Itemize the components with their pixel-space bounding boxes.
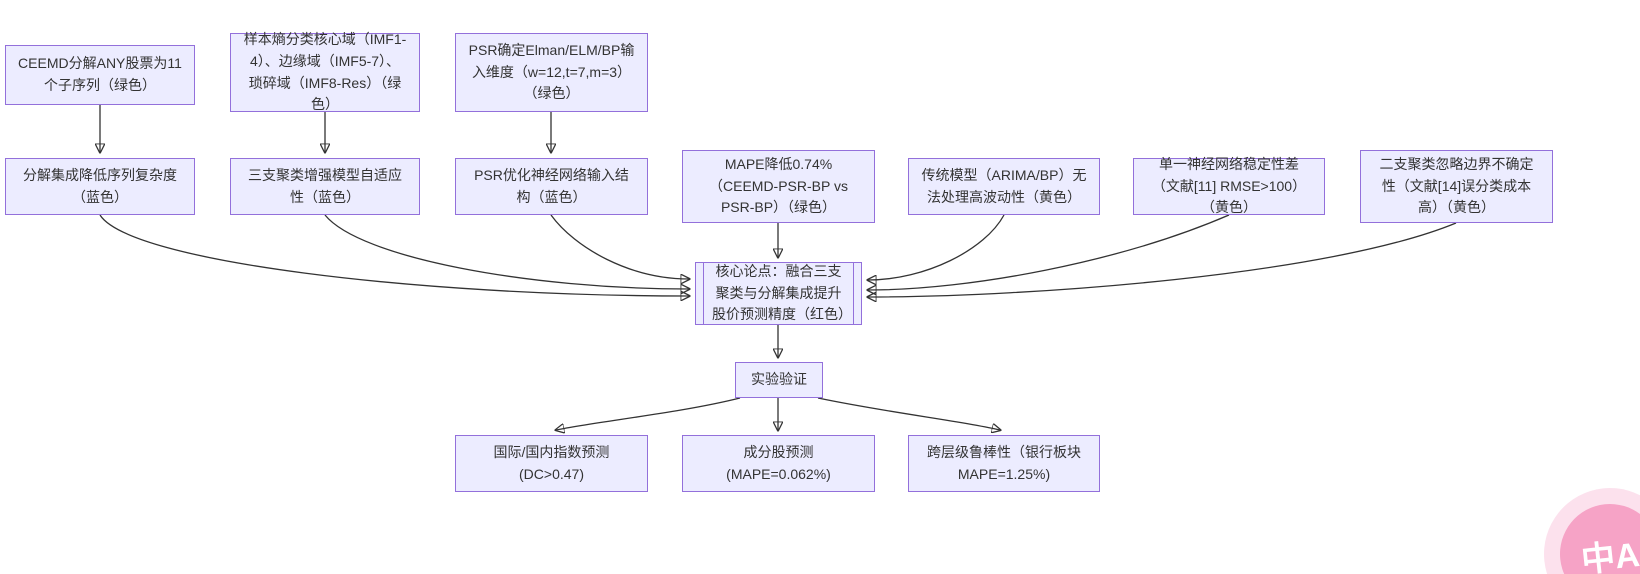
node-label: 成分股预测 (MAPE=0.062%) bbox=[726, 443, 831, 482]
node-label: PSR优化神经网络输入结构（蓝色） bbox=[474, 166, 629, 205]
node-constituent-prediction: 成分股预测 (MAPE=0.062%) bbox=[682, 435, 875, 492]
flow-edge bbox=[868, 214, 1230, 290]
node-decompose-complexity: 分解集成降低序列复杂度（蓝色） bbox=[5, 158, 195, 215]
node-label: 三支聚类增强模型自适应性（蓝色） bbox=[248, 166, 402, 205]
node-label: CEEMD分解ANY股票为11个子序列（绿色） bbox=[18, 55, 182, 93]
subroutine-line bbox=[703, 263, 704, 324]
node-experiment: 实验验证 bbox=[735, 362, 823, 398]
flow-edge bbox=[868, 222, 1457, 297]
flow-edge bbox=[550, 214, 689, 279]
node-label: PSR确定Elman/ELM/BP输入维度（w=12,t=7,m=3）（绿色） bbox=[468, 41, 635, 102]
flow-edge bbox=[556, 397, 741, 430]
flow-edge bbox=[99, 214, 689, 296]
node-label: 实验验证 bbox=[751, 371, 807, 388]
flow-edge bbox=[868, 214, 1005, 280]
flow-edge bbox=[324, 214, 689, 289]
subroutine-line bbox=[853, 263, 854, 324]
node-ceemd-decompose: CEEMD分解ANY股票为11个子序列（绿色） bbox=[5, 45, 195, 105]
node-label: 国际/国内指数预测 (DC>0.47) bbox=[493, 443, 610, 482]
node-label: 核心论点：融合三支聚类与分解集成提升股价预测精度（红色） bbox=[712, 262, 852, 323]
node-label: 样本熵分类核心域（IMF1-4）、边缘域（IMF5-7）、琐碎域（IMF8-Re… bbox=[243, 31, 407, 113]
node-traditional-limit: 传统模型（ARIMA/BP）无法处理高波动性（黄色） bbox=[908, 158, 1100, 215]
node-label: 传统模型（ARIMA/BP）无法处理高波动性（黄色） bbox=[921, 166, 1087, 205]
node-label: 分解集成降低序列复杂度（蓝色） bbox=[23, 166, 177, 205]
node-psr-structure: PSR优化神经网络输入结构（蓝色） bbox=[455, 158, 648, 215]
node-psr-dimension: PSR确定Elman/ELM/BP输入维度（w=12,t=7,m=3）（绿色） bbox=[455, 33, 648, 112]
node-label: 单一神经网络稳定性差（文献[11] RMSE>100）（黄色） bbox=[1151, 155, 1307, 216]
node-cross-level-robust: 跨层级鲁棒性（银行板块 MAPE=1.25%) bbox=[908, 435, 1100, 492]
node-sample-entropy: 样本熵分类核心域（IMF1-4）、边缘域（IMF5-7）、琐碎域（IMF8-Re… bbox=[230, 31, 420, 112]
node-two-way-limit: 二支聚类忽略边界不确定性（文献[14]误分类成本高）（黄色） bbox=[1360, 150, 1553, 223]
node-single-nn-unstable: 单一神经网络稳定性差（文献[11] RMSE>100）（黄色） bbox=[1133, 156, 1325, 215]
node-mape-improve: MAPE降低0.74%（CEEMD-PSR-BP vs PSR-BP）（绿色） bbox=[682, 150, 875, 223]
node-label: 跨层级鲁棒性（银行板块 MAPE=1.25%) bbox=[927, 443, 1081, 482]
translate-badge-label: 中A bbox=[1579, 535, 1640, 574]
flow-edge bbox=[817, 397, 1000, 430]
node-label: MAPE降低0.74%（CEEMD-PSR-BP vs PSR-BP）（绿色） bbox=[709, 155, 848, 216]
node-three-way-adaptive: 三支聚类增强模型自适应性（蓝色） bbox=[230, 158, 420, 215]
node-core-thesis: 核心论点：融合三支聚类与分解集成提升股价预测精度（红色） bbox=[695, 262, 862, 325]
node-label: 二支聚类忽略边界不确定性（文献[14]误分类成本高）（黄色） bbox=[1379, 155, 1534, 216]
node-index-prediction: 国际/国内指数预测 (DC>0.47) bbox=[455, 435, 648, 492]
